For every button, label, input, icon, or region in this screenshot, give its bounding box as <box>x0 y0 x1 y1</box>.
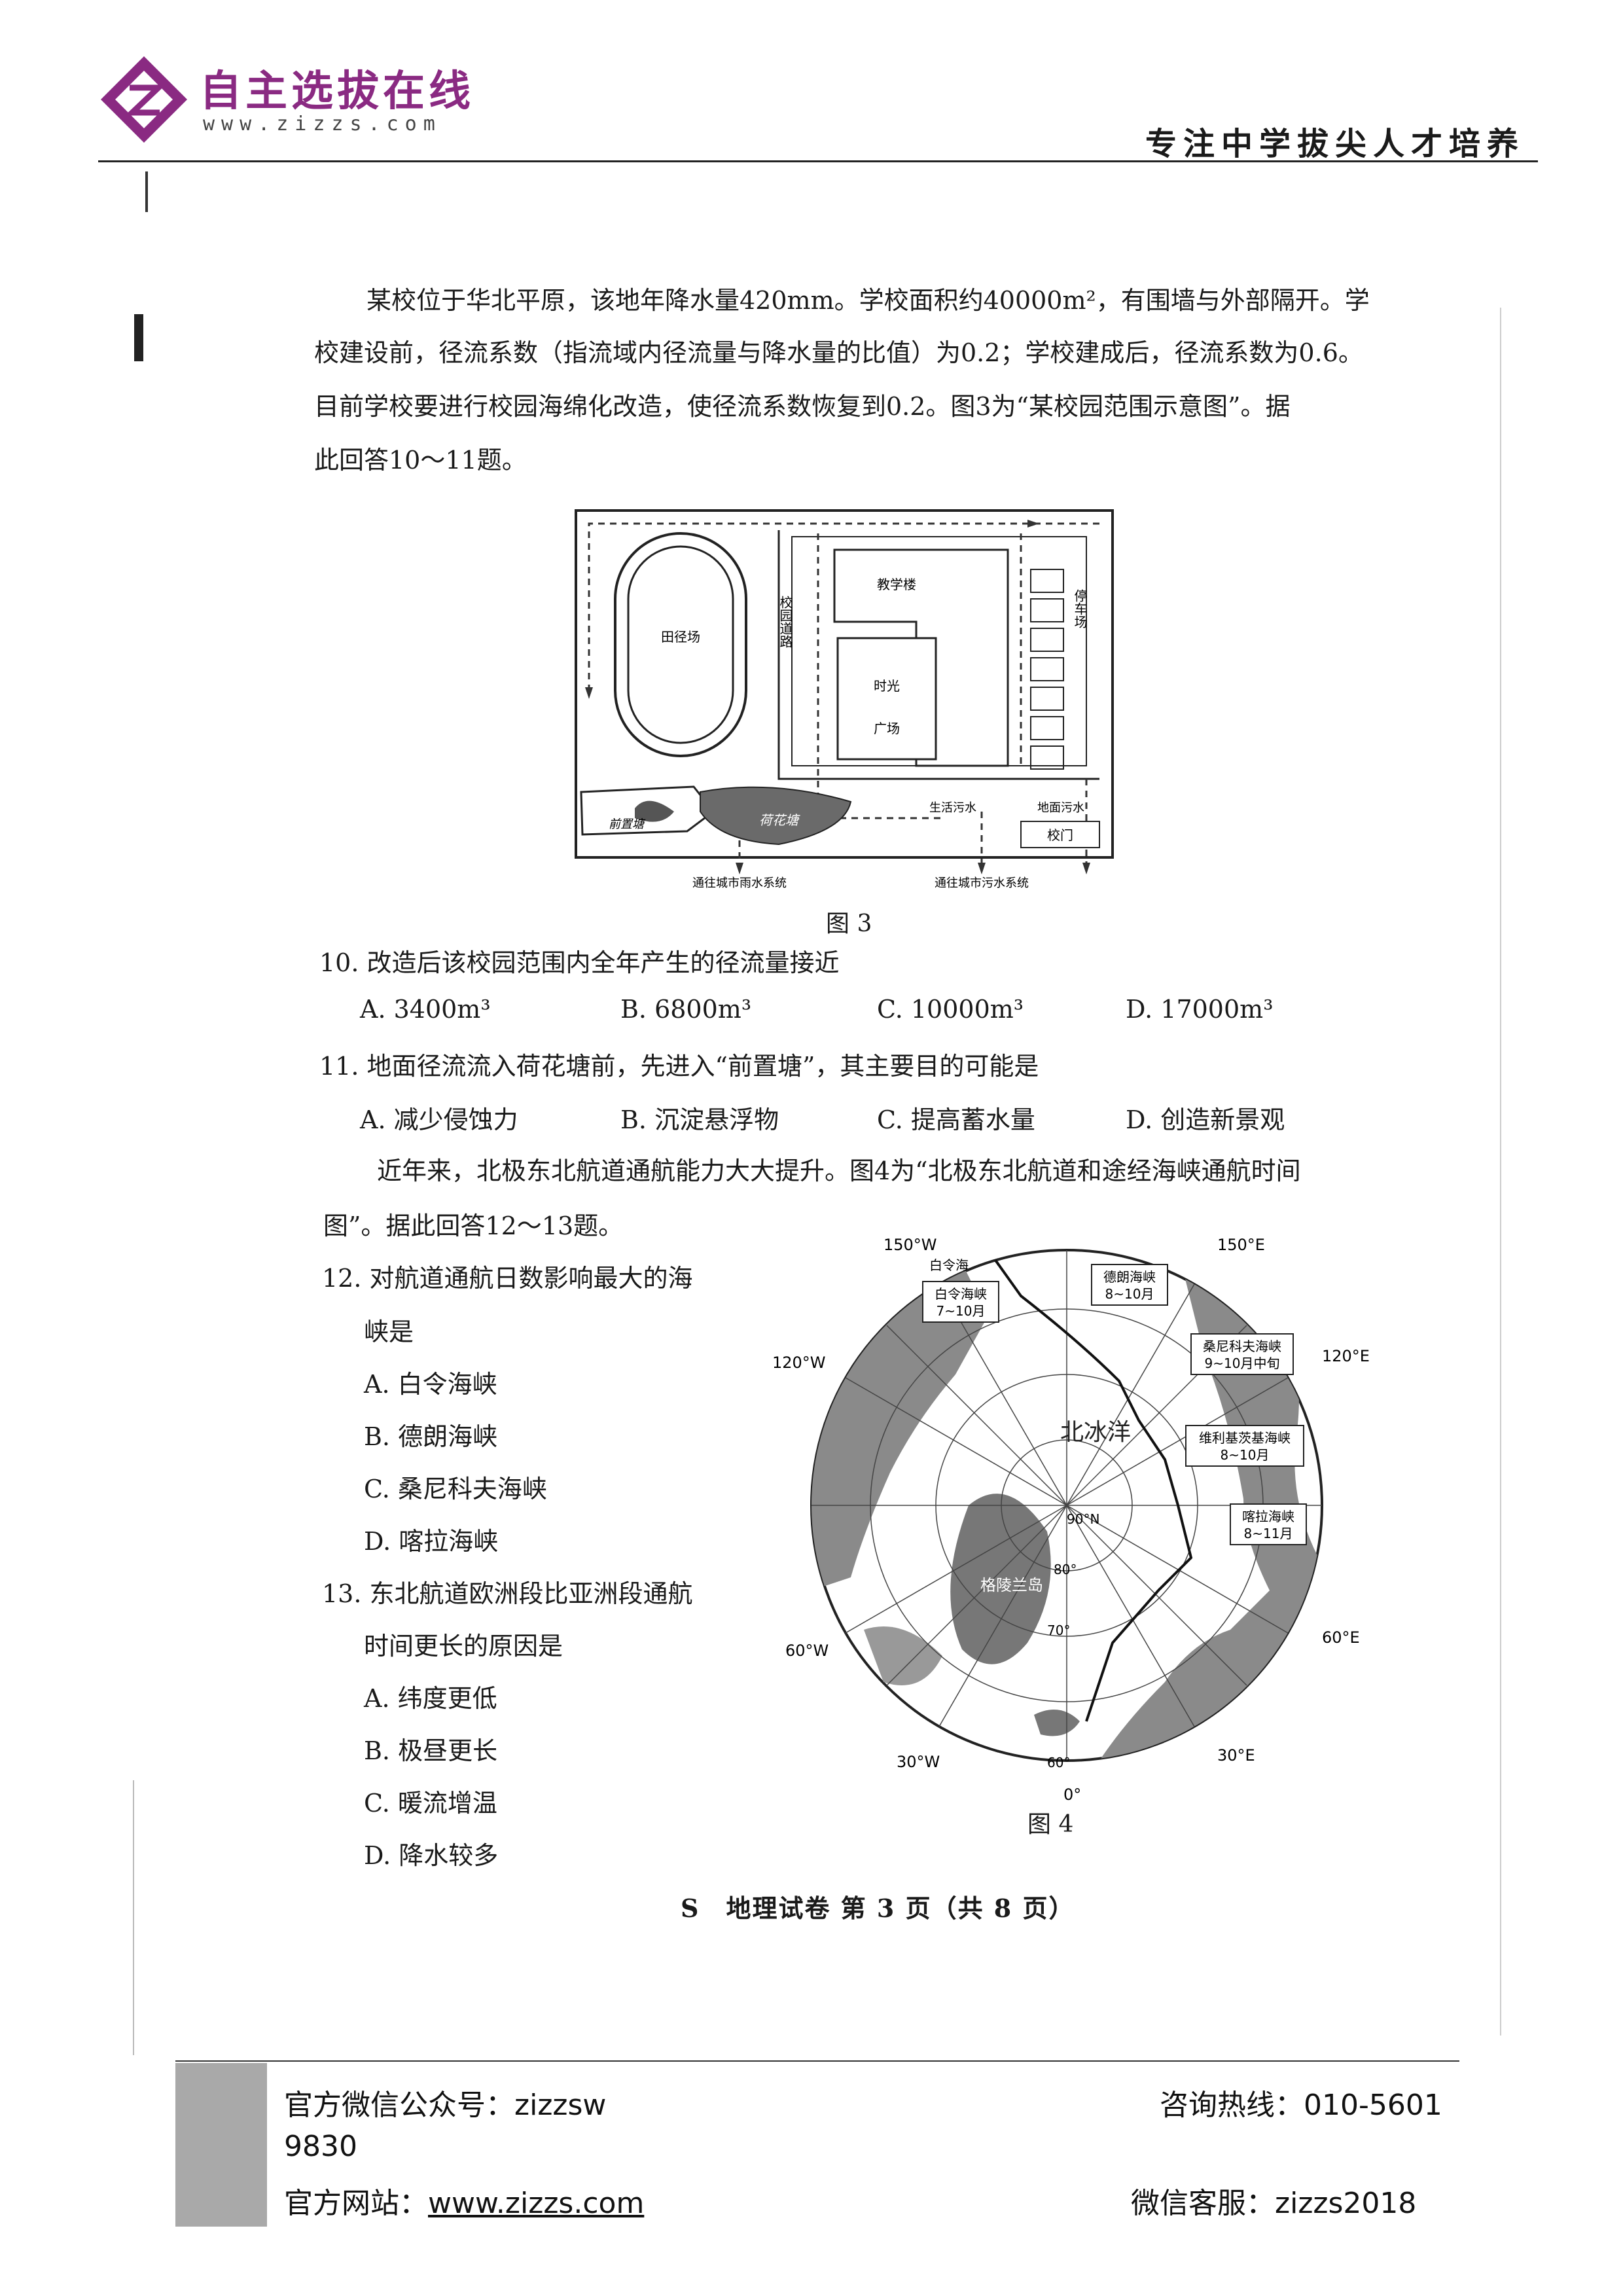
q12-option-d[interactable]: D. 喀拉海峡 <box>364 1527 499 1556</box>
figure-4-caption: 图 4 <box>1027 1811 1074 1838</box>
lon-60w-label: 60°W <box>785 1641 829 1660</box>
vilkitsky-strait-name: 维利基茨基海峡 <box>1199 1430 1291 1446</box>
left-margin-mark <box>145 171 148 212</box>
lon-120w-label: 120°W <box>772 1354 826 1372</box>
kara-strait-time: 8~11月 <box>1244 1526 1293 1541</box>
footer-wechat-public-cont: 9830 <box>284 2130 357 2163</box>
vilkitsky-strait-time: 8~10月 <box>1221 1447 1270 1463</box>
q13-option-c[interactable]: C. 暖流增温 <box>364 1789 497 1818</box>
road-label: 校园道路 <box>777 596 793 648</box>
q12-stem-line1: 12. 对航道通航日数影响最大的海 <box>322 1264 693 1293</box>
lat-60-label: 60° <box>1047 1755 1070 1770</box>
rain-system-label: 通往城市雨水系统 <box>692 876 787 890</box>
intro1-line2: 校建设前，径流系数（指流域内径流量与降水量的比值）为0.2；学校建成后，径流系数… <box>314 338 1363 367</box>
footer-website-link[interactable]: www.zizzs.com <box>428 2187 645 2220</box>
logo-title: 自主选拔在线 <box>200 67 474 116</box>
footer-wechat-service: 微信客服：zizzs2018 <box>1131 2187 1417 2220</box>
footer-hotline: 咨询热线：010-5601 <box>1160 2089 1442 2122</box>
footer-website-label: 官方网站： <box>284 2187 428 2220</box>
page-footer: S 地理试卷 第 3 页（共 8 页） <box>681 1893 1075 1923</box>
q11-option-b[interactable]: B. 沉淀悬浮物 <box>620 1105 779 1134</box>
track-label: 田径场 <box>661 629 700 645</box>
q11-stem: 11. 地面径流流入荷花塘前，先进入“前置塘”，其主要目的可能是 <box>319 1052 1039 1081</box>
bering-strait-time: 7~10月 <box>936 1303 986 1319</box>
footer-wechat-public: 官方微信公众号：zizzsw <box>284 2089 607 2122</box>
intro2-line2: 图”。据此回答12～13题。 <box>323 1211 624 1240</box>
bering-strait-name: 白令海峡 <box>935 1286 987 1302</box>
q11-option-d[interactable]: D. 创造新景观 <box>1126 1105 1285 1134</box>
q13-option-b[interactable]: B. 极昼更长 <box>364 1736 498 1765</box>
logo-mark-icon <box>101 56 187 143</box>
lon-30w-label: 30°W <box>897 1753 940 1771</box>
parking-label: 停车场 <box>1072 589 1088 628</box>
plaza-label-2: 广场 <box>874 721 900 736</box>
sewage-system-label: 通往城市污水系统 <box>935 876 1029 890</box>
arctic-ocean-label: 北冰洋 <box>1060 1419 1131 1446</box>
q12-stem-line2: 峡是 <box>364 1318 414 1346</box>
right-margin-rule <box>1500 308 1501 2036</box>
lat-80-label: 80° <box>1054 1562 1077 1577</box>
lotus-pond-label: 荷花塘 <box>759 812 800 828</box>
q10-option-c[interactable]: C. 10000m³ <box>877 995 1024 1024</box>
footer-gray-block <box>175 2063 267 2227</box>
surface-sewage-label: 地面污水 <box>1037 801 1084 815</box>
sannikov-strait-time: 9~10月中旬 <box>1205 1355 1280 1371</box>
teaching-building-label: 教学楼 <box>877 577 916 592</box>
figure-3-caption: 图 3 <box>826 910 872 937</box>
q10-option-d[interactable]: D. 17000m³ <box>1126 995 1274 1024</box>
lon-0-label: 0° <box>1063 1785 1081 1804</box>
lon-60e-label: 60°E <box>1322 1628 1360 1647</box>
left-margin-rule <box>133 1780 134 2055</box>
domestic-sewage-label: 生活污水 <box>929 801 976 815</box>
intro1-line3: 目前学校要进行校园海绵化改造，使径流系数恢复到0.2。图3为“某校园范围示意图”… <box>314 392 1291 421</box>
q10-option-a[interactable]: A. 3400m³ <box>360 995 491 1024</box>
q10-stem: 10. 改造后该校园范围内全年产生的径流量接近 <box>319 948 840 977</box>
sannikov-strait-name: 桑尼科夫海峡 <box>1203 1338 1281 1354</box>
q12-option-a[interactable]: A. 白令海峡 <box>364 1370 497 1399</box>
figure-3-campus-map: 田径场 校园道路 教学楼 时光 广场 停车场 前置塘 荷花塘 生活污水 地面污水… <box>575 509 1114 890</box>
q13-option-a[interactable]: A. 纬度更低 <box>364 1684 497 1713</box>
bering-sea-label: 白令海 <box>929 1257 969 1273</box>
q13-stem-line1: 13. 东北航道欧洲段比亚洲段通航 <box>322 1579 693 1608</box>
header-slogan: 专注中学拔尖人才培养 <box>1145 126 1525 162</box>
intro1-line4: 此回答10～11题。 <box>314 446 527 475</box>
q12-option-b[interactable]: B. 德朗海峡 <box>364 1422 498 1451</box>
lat-90-label: 90°N <box>1067 1511 1099 1527</box>
lon-120e-label: 120°E <box>1322 1347 1370 1365</box>
kara-strait-name: 喀拉海峡 <box>1242 1509 1294 1524</box>
delong-strait-name: 德朗海峡 <box>1103 1269 1156 1285</box>
q10-option-b[interactable]: B. 6800m³ <box>620 995 752 1024</box>
left-binding-mark <box>134 314 143 361</box>
intro1-line1: 某校位于华北平原，该地年降水量420mm。学校面积约40000m²，有围墙与外部… <box>366 286 1370 315</box>
logo-url[interactable]: www.zizzs.com <box>203 113 442 135</box>
figure-4-arctic-map: 北冰洋 格陵兰岛 白令海 90°N 80° 70° 60° 白令海峡 7~10月… <box>772 1236 1370 1804</box>
footer-website: 官方网站：www.zizzs.com <box>284 2179 644 2221</box>
lat-70-label: 70° <box>1047 1623 1070 1638</box>
gate-label: 校门 <box>1047 827 1073 843</box>
header-divider <box>98 160 1538 162</box>
q13-option-d[interactable]: D. 降水较多 <box>364 1841 499 1870</box>
lon-30e-label: 30°E <box>1217 1746 1255 1765</box>
front-pond-label: 前置塘 <box>609 817 646 831</box>
plaza-label-1: 时光 <box>874 678 900 694</box>
lon-150e-label: 150°E <box>1217 1236 1265 1254</box>
footer-divider <box>175 2060 1459 2062</box>
delong-strait-time: 8~10月 <box>1105 1286 1154 1302</box>
intro2-line1: 近年来，北极东北航道通航能力大大提升。图4为“北极东北航道和途经海峡通航时间 <box>377 1157 1301 1185</box>
lon-150w-label: 150°W <box>883 1236 937 1254</box>
q11-option-c[interactable]: C. 提高蓄水量 <box>877 1105 1035 1134</box>
q11-option-a[interactable]: A. 减少侵蚀力 <box>360 1105 518 1134</box>
q12-option-c[interactable]: C. 桑尼科夫海峡 <box>364 1475 547 1503</box>
greenland-label: 格陵兰岛 <box>980 1576 1043 1594</box>
q13-stem-line2: 时间更长的原因是 <box>364 1632 563 1660</box>
